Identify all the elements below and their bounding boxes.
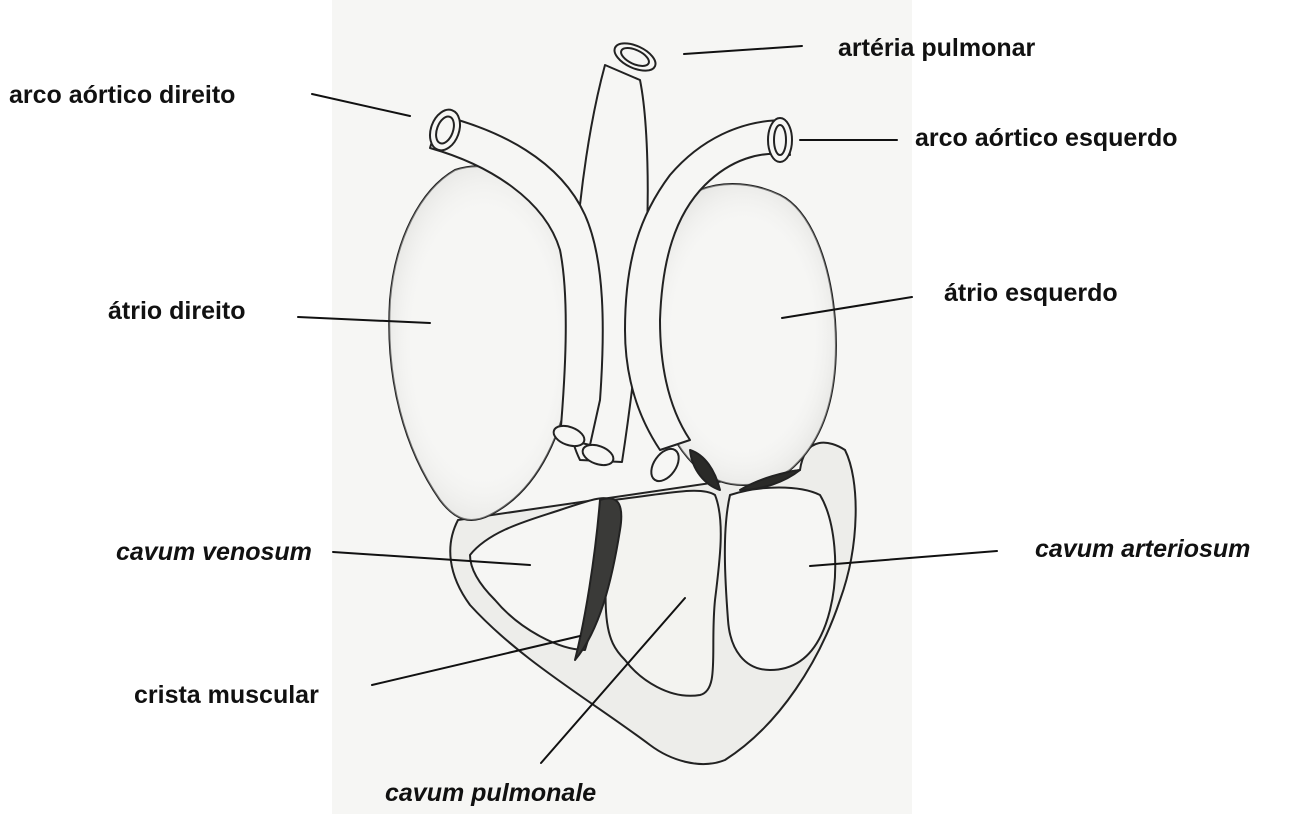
label-arco-aortico-esquerdo: arco aórtico esquerdo xyxy=(915,126,1178,151)
label-arteria-pulmonar: artéria pulmonar xyxy=(838,36,1035,61)
leader-arco-aortico-direito xyxy=(312,94,410,116)
label-cavum-venosum: cavum venosum xyxy=(116,540,312,565)
label-crista-muscular: crista muscular xyxy=(134,683,319,708)
label-cavum-pulmonale: cavum pulmonale xyxy=(385,781,596,806)
vessel-cut-3 xyxy=(646,444,685,486)
label-arco-aortico-direito: arco aórtico direito xyxy=(9,83,235,108)
label-cavum-arteriosum: cavum arteriosum xyxy=(1035,537,1250,562)
label-atrio-direito: átrio direito xyxy=(108,299,246,324)
label-atrio-esquerdo: átrio esquerdo xyxy=(944,281,1118,306)
leader-arteria-pulmonar xyxy=(684,46,802,54)
